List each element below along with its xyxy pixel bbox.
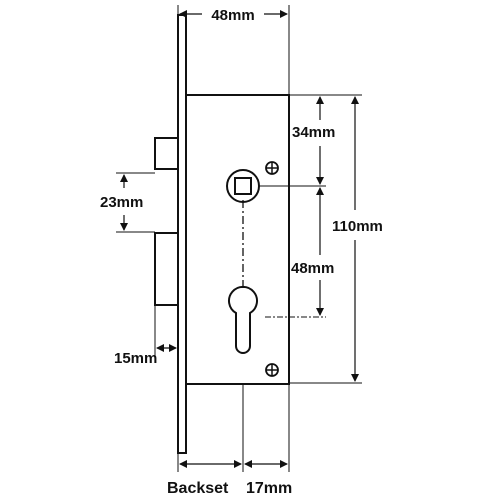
dim-bolt-throw-label: 15mm: [114, 350, 157, 367]
dim-overall-height-label: 110mm: [332, 218, 383, 235]
dim-bolt-spacing: 23mm: [100, 172, 155, 233]
latch-bolt: [154, 137, 179, 170]
dim-backset: Backset 17mm: [167, 384, 292, 497]
faceplate: [177, 14, 187, 454]
dead-bolt: [154, 232, 179, 306]
dim-middle-section: 48mm: [265, 187, 334, 318]
dim-top-width: 48mm: [177, 5, 290, 95]
dim-bolt-throw: 15mm: [114, 305, 179, 367]
dim-middle-section-label: 48mm: [291, 260, 334, 277]
euro-cylinder-hole: [228, 285, 258, 354]
dim-top-section-label: 34mm: [292, 124, 335, 141]
screw-top: [265, 161, 279, 175]
backset-caption-value: 17mm: [246, 480, 292, 497]
follower: [226, 169, 260, 203]
dim-bolt-spacing-label: 23mm: [100, 194, 143, 211]
dim-top-section: 34mm: [258, 96, 335, 187]
dim-overall-height: 110mm: [289, 94, 383, 384]
screw-bottom: [265, 363, 279, 377]
backset-caption-label: Backset: [167, 480, 229, 497]
dim-top-width-label: 48mm: [211, 7, 254, 24]
